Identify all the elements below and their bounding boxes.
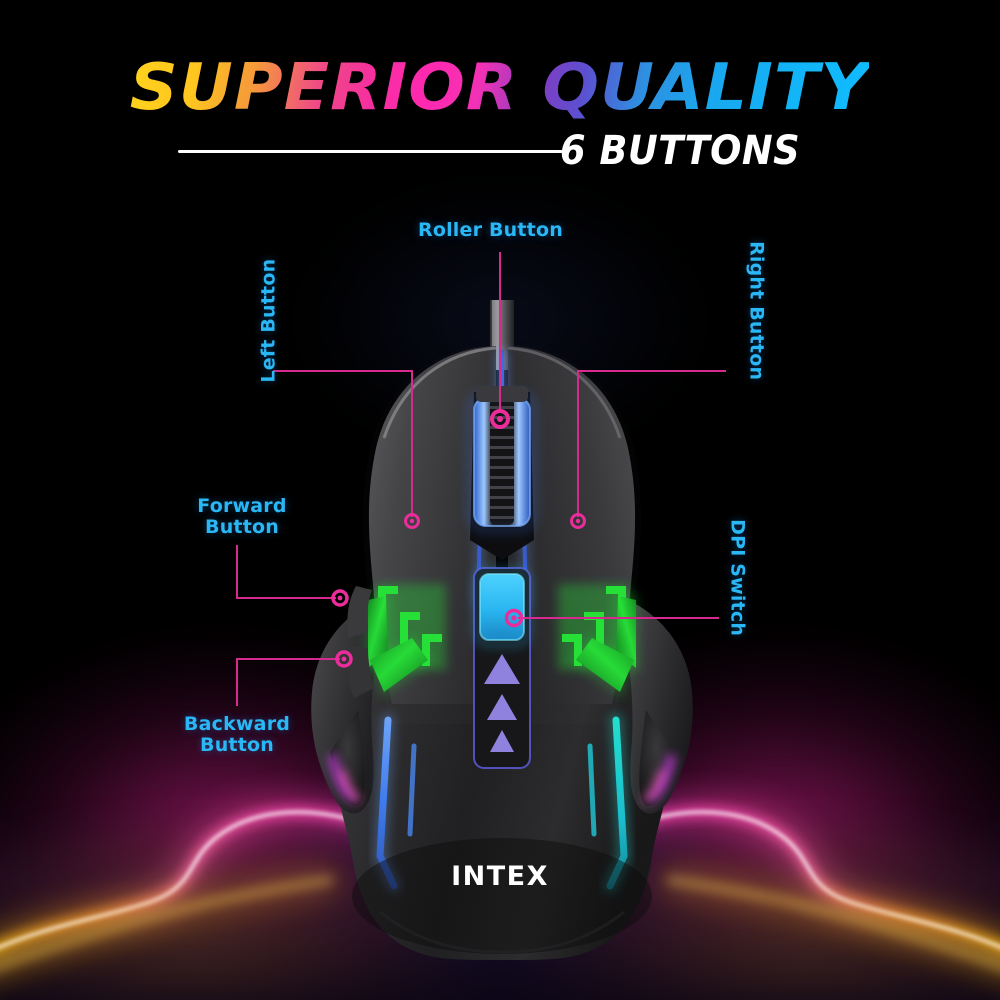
subheading-row: 6 BUTTONS bbox=[0, 128, 1000, 176]
forward-button[interactable] bbox=[347, 586, 372, 638]
brand-logo: INTEX bbox=[451, 861, 549, 892]
page-title: SUPERIOR QUALITY bbox=[130, 51, 870, 125]
roller-button[interactable] bbox=[466, 386, 538, 534]
subheading-text: 6 BUTTONS bbox=[560, 128, 801, 174]
subheading-divider bbox=[178, 150, 563, 153]
callout-label-left-button: Left Button bbox=[257, 258, 280, 383]
palm-shadow bbox=[352, 838, 652, 954]
headline-block: SUPERIOR QUALITY bbox=[0, 56, 1000, 120]
callout-label-dpi-switch: DPI Switch bbox=[726, 519, 749, 637]
callout-label-forward-button: Forward Button bbox=[197, 495, 287, 539]
callout-label-right-button: Right Button bbox=[745, 241, 768, 381]
callout-label-roller-button: Roller Button bbox=[418, 219, 563, 241]
wheel-top-cap bbox=[476, 386, 528, 402]
callout-label-backward-button: Backward Button bbox=[183, 713, 291, 757]
